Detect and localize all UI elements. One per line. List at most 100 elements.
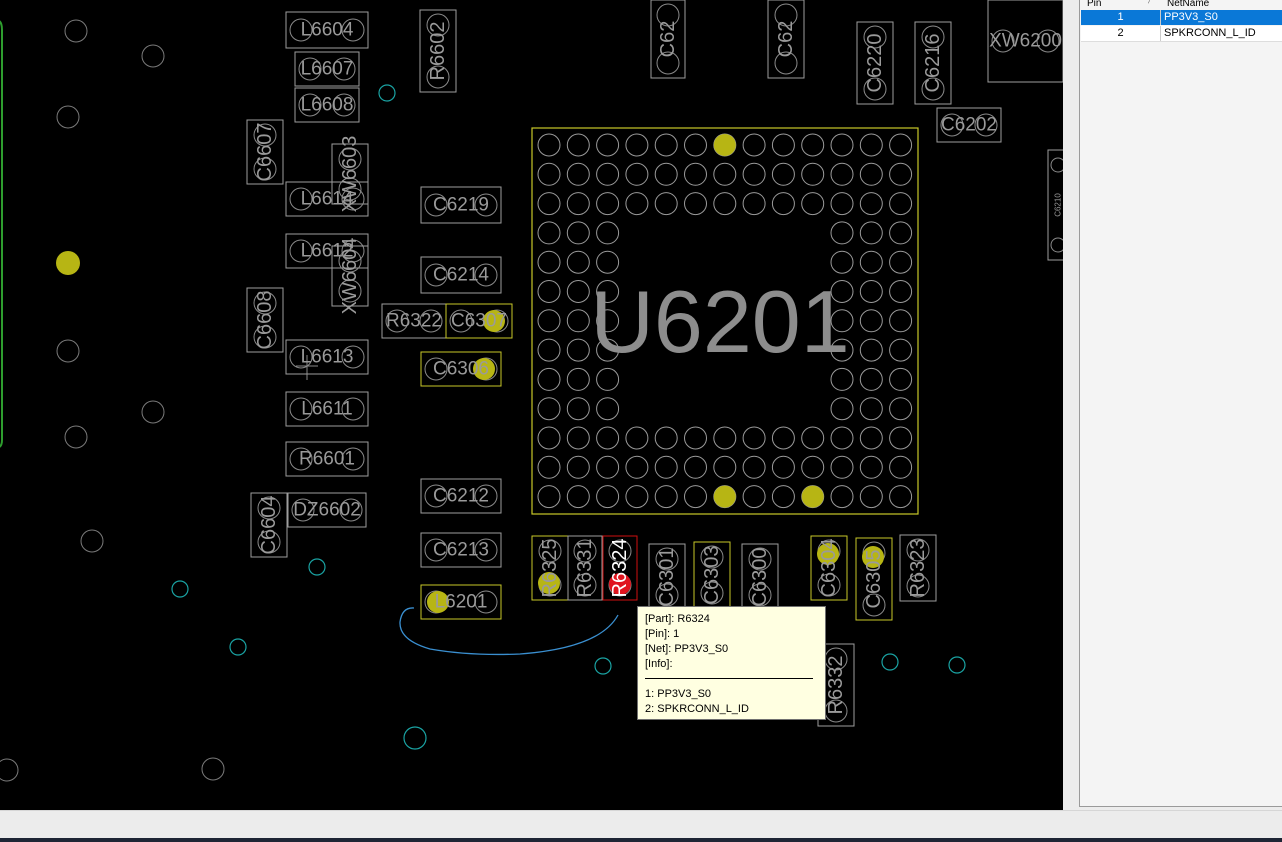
test-point[interactable]: [0, 758, 19, 782]
pad[interactable]: [332, 93, 356, 117]
pad[interactable]: [338, 177, 362, 201]
pad[interactable]: [424, 357, 448, 381]
pad[interactable]: [424, 193, 448, 217]
part-L6607[interactable]: L6607: [294, 51, 360, 87]
pad[interactable]: [655, 547, 679, 571]
bga-ball[interactable]: [771, 426, 795, 450]
bga-ball-highlight[interactable]: [801, 485, 824, 508]
part-L6613[interactable]: L6613: [285, 339, 369, 375]
pad[interactable]: [424, 484, 448, 508]
bga-ball[interactable]: [713, 162, 737, 186]
bga-ball[interactable]: [684, 192, 707, 216]
pad[interactable]: [291, 498, 315, 522]
pin-column-header[interactable]: Pin: [1087, 0, 1102, 8]
bga-ball[interactable]: [537, 309, 561, 333]
bga-ball[interactable]: [537, 221, 561, 245]
part-L6201[interactable]: L6201: [420, 584, 502, 620]
bga-ball[interactable]: [889, 397, 913, 421]
part-C6213[interactable]: C6213: [420, 532, 502, 568]
pad[interactable]: [1036, 29, 1060, 53]
bga-ball[interactable]: [596, 338, 620, 362]
part-C6216[interactable]: C6216: [914, 21, 952, 105]
bga-ball[interactable]: [859, 367, 883, 391]
pad-highlight[interactable]: [427, 591, 449, 613]
part-L6608[interactable]: L6608: [294, 87, 360, 123]
bga-ball[interactable]: [889, 309, 913, 333]
bga-ball[interactable]: [801, 192, 825, 216]
bga-ball[interactable]: [566, 221, 590, 245]
pad[interactable]: [573, 539, 597, 563]
pad[interactable]: [341, 18, 365, 42]
part-C62[interactable]: C62: [767, 0, 805, 79]
pad[interactable]: [474, 263, 498, 287]
bga-ball[interactable]: [859, 309, 883, 333]
bga-ball[interactable]: [654, 485, 678, 509]
pad[interactable]: [289, 345, 313, 369]
pad[interactable]: [573, 573, 597, 597]
pad[interactable]: [906, 574, 930, 598]
chip-U6201[interactable]: U6201: [531, 127, 919, 515]
bga-ball[interactable]: [771, 455, 795, 479]
bga-ball[interactable]: [566, 455, 590, 479]
pad[interactable]: [253, 157, 277, 181]
pad[interactable]: [863, 77, 887, 101]
pad[interactable]: [289, 397, 313, 421]
part-L6611[interactable]: L6611: [285, 391, 369, 427]
bga-ball[interactable]: [566, 397, 590, 421]
pad[interactable]: [656, 51, 680, 75]
via[interactable]: [881, 653, 899, 671]
pad[interactable]: [257, 496, 281, 520]
part-C6307[interactable]: C6307: [445, 303, 513, 339]
bga-ball[interactable]: [859, 426, 883, 450]
bga-ball[interactable]: [537, 485, 561, 509]
pad[interactable]: [426, 65, 450, 89]
bga-ball[interactable]: [654, 133, 678, 157]
pad[interactable]: [991, 29, 1015, 53]
bga-ball[interactable]: [537, 280, 561, 303]
net-row[interactable]: 2 SPKRCONN_L_ID: [1081, 26, 1282, 42]
bga-ball[interactable]: [713, 455, 737, 479]
via[interactable]: [308, 558, 326, 576]
pad[interactable]: [700, 581, 724, 605]
pad[interactable]: [298, 93, 322, 117]
part-L6614[interactable]: L6614: [285, 181, 369, 217]
pad[interactable]: [862, 593, 886, 617]
bga-ball[interactable]: [566, 309, 590, 333]
pad-highlight[interactable]: [483, 310, 505, 332]
bga-ball[interactable]: [830, 309, 854, 333]
pad[interactable]: [921, 77, 945, 101]
pad[interactable]: [298, 57, 322, 81]
part-R6324[interactable]: R6324: [602, 535, 638, 601]
part-R6602[interactable]: R6602: [419, 9, 457, 93]
pad[interactable]: [474, 590, 498, 614]
bga-ball[interactable]: [889, 455, 913, 479]
part-R6601[interactable]: R6601: [285, 441, 369, 477]
bga-ball[interactable]: [684, 133, 707, 157]
part-C6306[interactable]: C6306: [420, 351, 502, 387]
bga-ball[interactable]: [889, 280, 913, 303]
pad[interactable]: [341, 447, 365, 471]
bga-ball[interactable]: [830, 162, 854, 186]
bga-ball[interactable]: [596, 309, 620, 333]
bga-ball[interactable]: [889, 250, 913, 274]
bga-ball[interactable]: [596, 192, 620, 216]
pin-net-panel[interactable]: Pin ⁄ NetName 1 PP3V3_S0 2 SPKRCONN_L_ID: [1079, 0, 1282, 807]
bga-ball[interactable]: [830, 250, 854, 274]
pad[interactable]: [940, 113, 964, 137]
pad[interactable]: [289, 447, 313, 471]
bga-ball[interactable]: [830, 133, 854, 157]
bga-ball[interactable]: [830, 397, 854, 421]
test-point[interactable]: [141, 44, 165, 68]
pad-highlight[interactable]: [862, 546, 884, 568]
bga-ball[interactable]: [537, 455, 561, 479]
part-C6212[interactable]: C6212: [420, 478, 502, 514]
bga-ball[interactable]: [596, 250, 620, 274]
bga-ball[interactable]: [859, 133, 883, 157]
pad-highlight[interactable]: [56, 251, 80, 275]
bga-ball[interactable]: [596, 426, 620, 450]
via[interactable]: [378, 84, 396, 102]
bga-ball[interactable]: [625, 485, 649, 509]
bga-ball[interactable]: [830, 280, 854, 303]
bga-ball[interactable]: [713, 192, 737, 216]
bga-ball[interactable]: [889, 426, 913, 450]
